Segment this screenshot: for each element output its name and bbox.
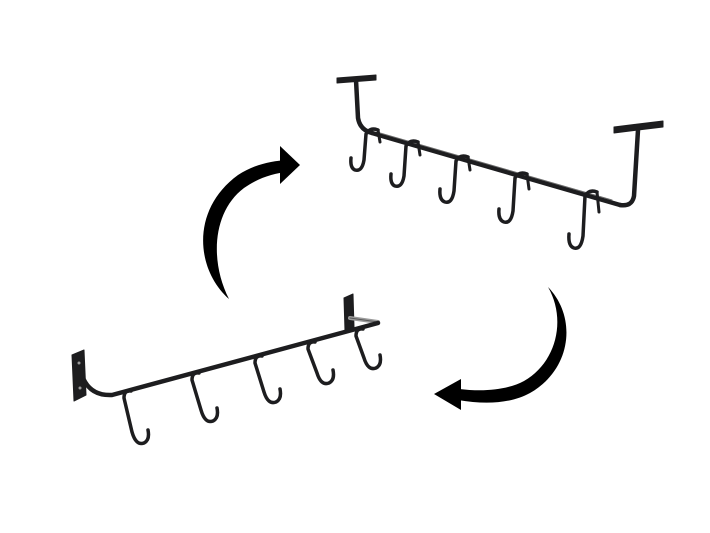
wall-rail bbox=[81, 320, 381, 398]
right-wall-bracket bbox=[343, 293, 355, 332]
curved-arrow-top-left-body bbox=[203, 160, 288, 299]
hook-2 bbox=[389, 139, 420, 189]
curved-arrow-top-left bbox=[203, 146, 300, 299]
left-screw-hole-top bbox=[77, 361, 81, 365]
left-arm bbox=[353, 77, 375, 136]
wall-hook-5 bbox=[354, 327, 383, 371]
curved-arrow-bottom-right-head bbox=[434, 379, 461, 410]
curved-arrow-bottom-right bbox=[434, 287, 567, 410]
curved-arrow-top-left-head bbox=[280, 146, 300, 184]
ceiling-mounted-hook-rack bbox=[336, 74, 664, 250]
right-mounting-plate bbox=[613, 120, 664, 134]
right-standoff-edge bbox=[349, 317, 379, 323]
left-wall-bracket bbox=[71, 349, 87, 402]
main-rail bbox=[369, 130, 623, 208]
hook-4 bbox=[497, 171, 529, 225]
wall-mounted-hook-rack bbox=[71, 293, 383, 446]
right-arm bbox=[617, 127, 641, 208]
wall-hook-4 bbox=[306, 340, 336, 386]
curved-arrow-bottom-right-body bbox=[458, 287, 567, 403]
hook-3-back bbox=[466, 155, 472, 172]
wall-hook-3 bbox=[253, 354, 283, 405]
hook-2-back bbox=[416, 140, 422, 157]
hook-4-back bbox=[525, 172, 531, 191]
hook-5-back bbox=[595, 190, 601, 214]
wall-hook-1 bbox=[122, 389, 151, 446]
wall-hook-2 bbox=[190, 371, 220, 424]
hook-5 bbox=[567, 189, 599, 250]
main-rail-highlight bbox=[379, 132, 613, 201]
hook-1-back bbox=[376, 128, 382, 144]
hook-1 bbox=[349, 127, 380, 173]
left-screw-hole-bottom bbox=[78, 386, 82, 390]
hook-3 bbox=[438, 154, 470, 205]
